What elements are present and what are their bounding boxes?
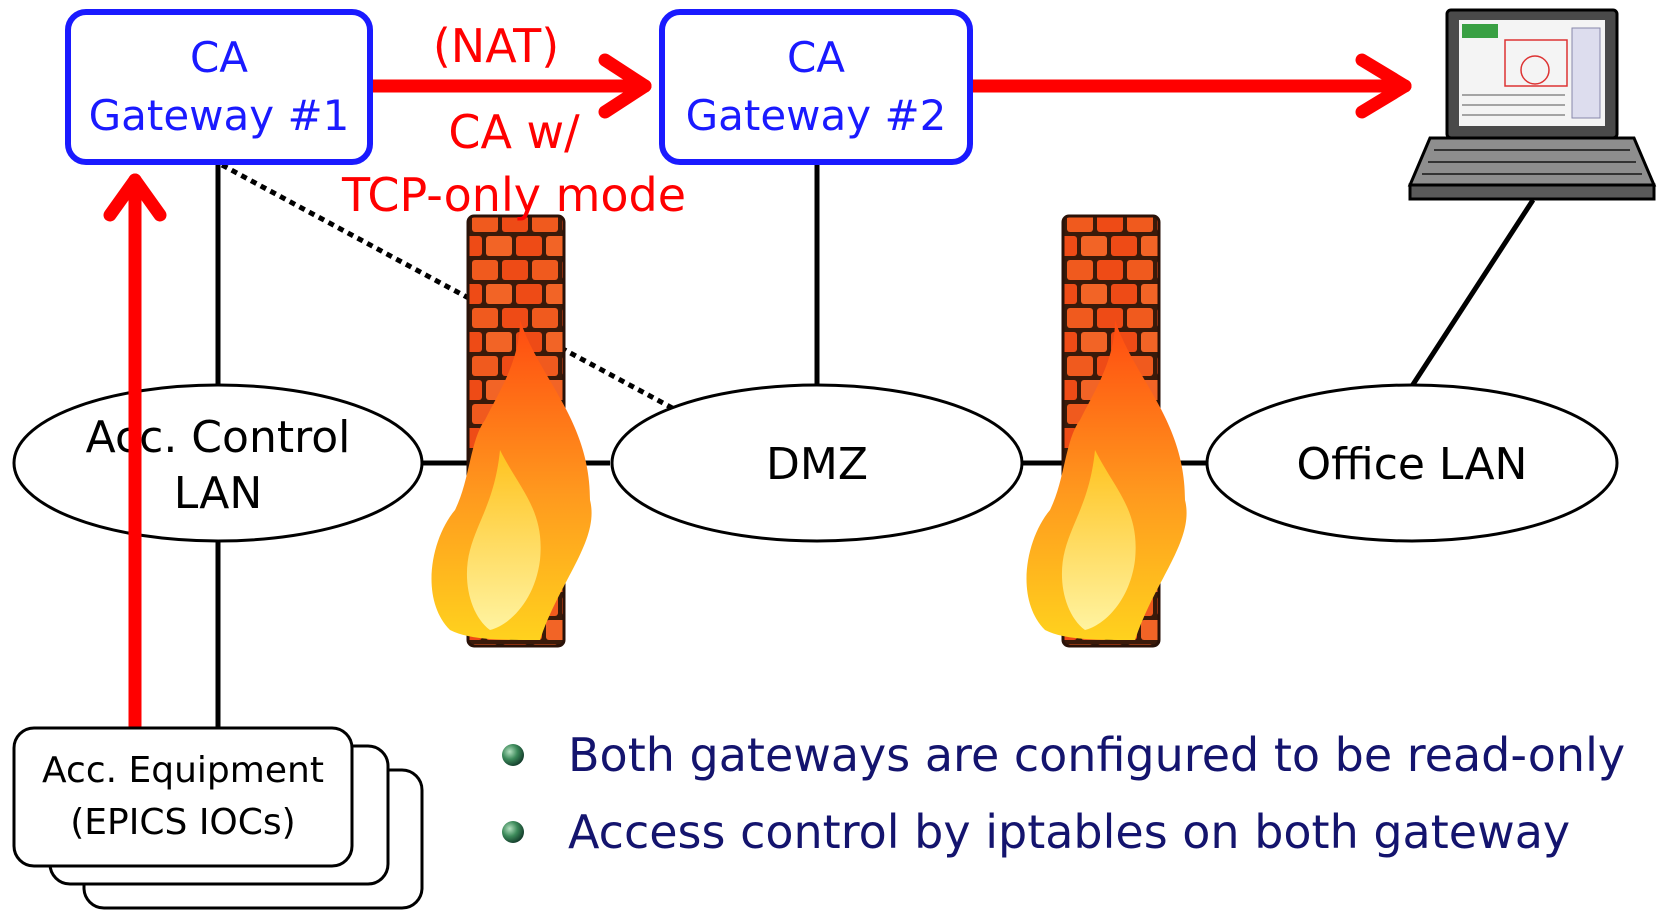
arrow-head-right [1355, 53, 1412, 119]
equipment-stack: Acc. Equipment (EPICS IOCs) [12, 726, 424, 910]
gateway-1-label-line1: CA [190, 33, 248, 82]
gateway-2-label-line1: CA [787, 33, 845, 82]
equipment-label-line1: Acc. Equipment [42, 750, 324, 791]
network-dmz: DMZ [610, 383, 1024, 543]
arrow-head-up [103, 173, 167, 222]
link-label-line1: CA w/ [448, 105, 580, 159]
office-lan-label: Office LAN [1297, 439, 1528, 490]
bullet-icon [502, 821, 524, 843]
firewall-icon [1026, 214, 1187, 648]
bullet-item: Access control by iptables on both gatew… [502, 805, 1570, 859]
network-acc-control-lan: Acc. Control LAN [12, 383, 424, 543]
link-label-line2: TCP-only mode [341, 168, 686, 222]
bullet-text-2: Access control by iptables on both gatew… [568, 805, 1570, 859]
flow-arrows [103, 53, 1412, 733]
nat-label: (NAT) [433, 19, 559, 73]
laptop-icon [1407, 8, 1657, 201]
bullet-text-1: Both gateways are configured to be read-… [568, 728, 1625, 782]
acc-lan-label-line1: Acc. Control [86, 412, 351, 463]
dotted-link-gw1-dmz [220, 162, 678, 413]
bullet-item: Both gateways are configured to be read-… [502, 728, 1625, 782]
bullet-icon [502, 744, 524, 766]
dmz-label: DMZ [766, 439, 868, 490]
gateway-1-box: CA Gateway #1 [65, 9, 373, 165]
bullet-list: Both gateways are configured to be read-… [502, 728, 1625, 859]
equipment-label-line2: (EPICS IOCs) [70, 802, 295, 843]
arrow-head-right [598, 53, 652, 119]
gateway-2-label-line2: Gateway #2 [686, 91, 947, 140]
network-office-lan: Office LAN [1205, 383, 1619, 543]
gateway-2-box: CA Gateway #2 [659, 9, 973, 165]
link-office-laptop [1409, 198, 1536, 388]
gateway-1-label-line2: Gateway #1 [89, 91, 350, 140]
acc-lan-label-line2: LAN [174, 468, 263, 519]
firewall-icon [431, 214, 592, 648]
